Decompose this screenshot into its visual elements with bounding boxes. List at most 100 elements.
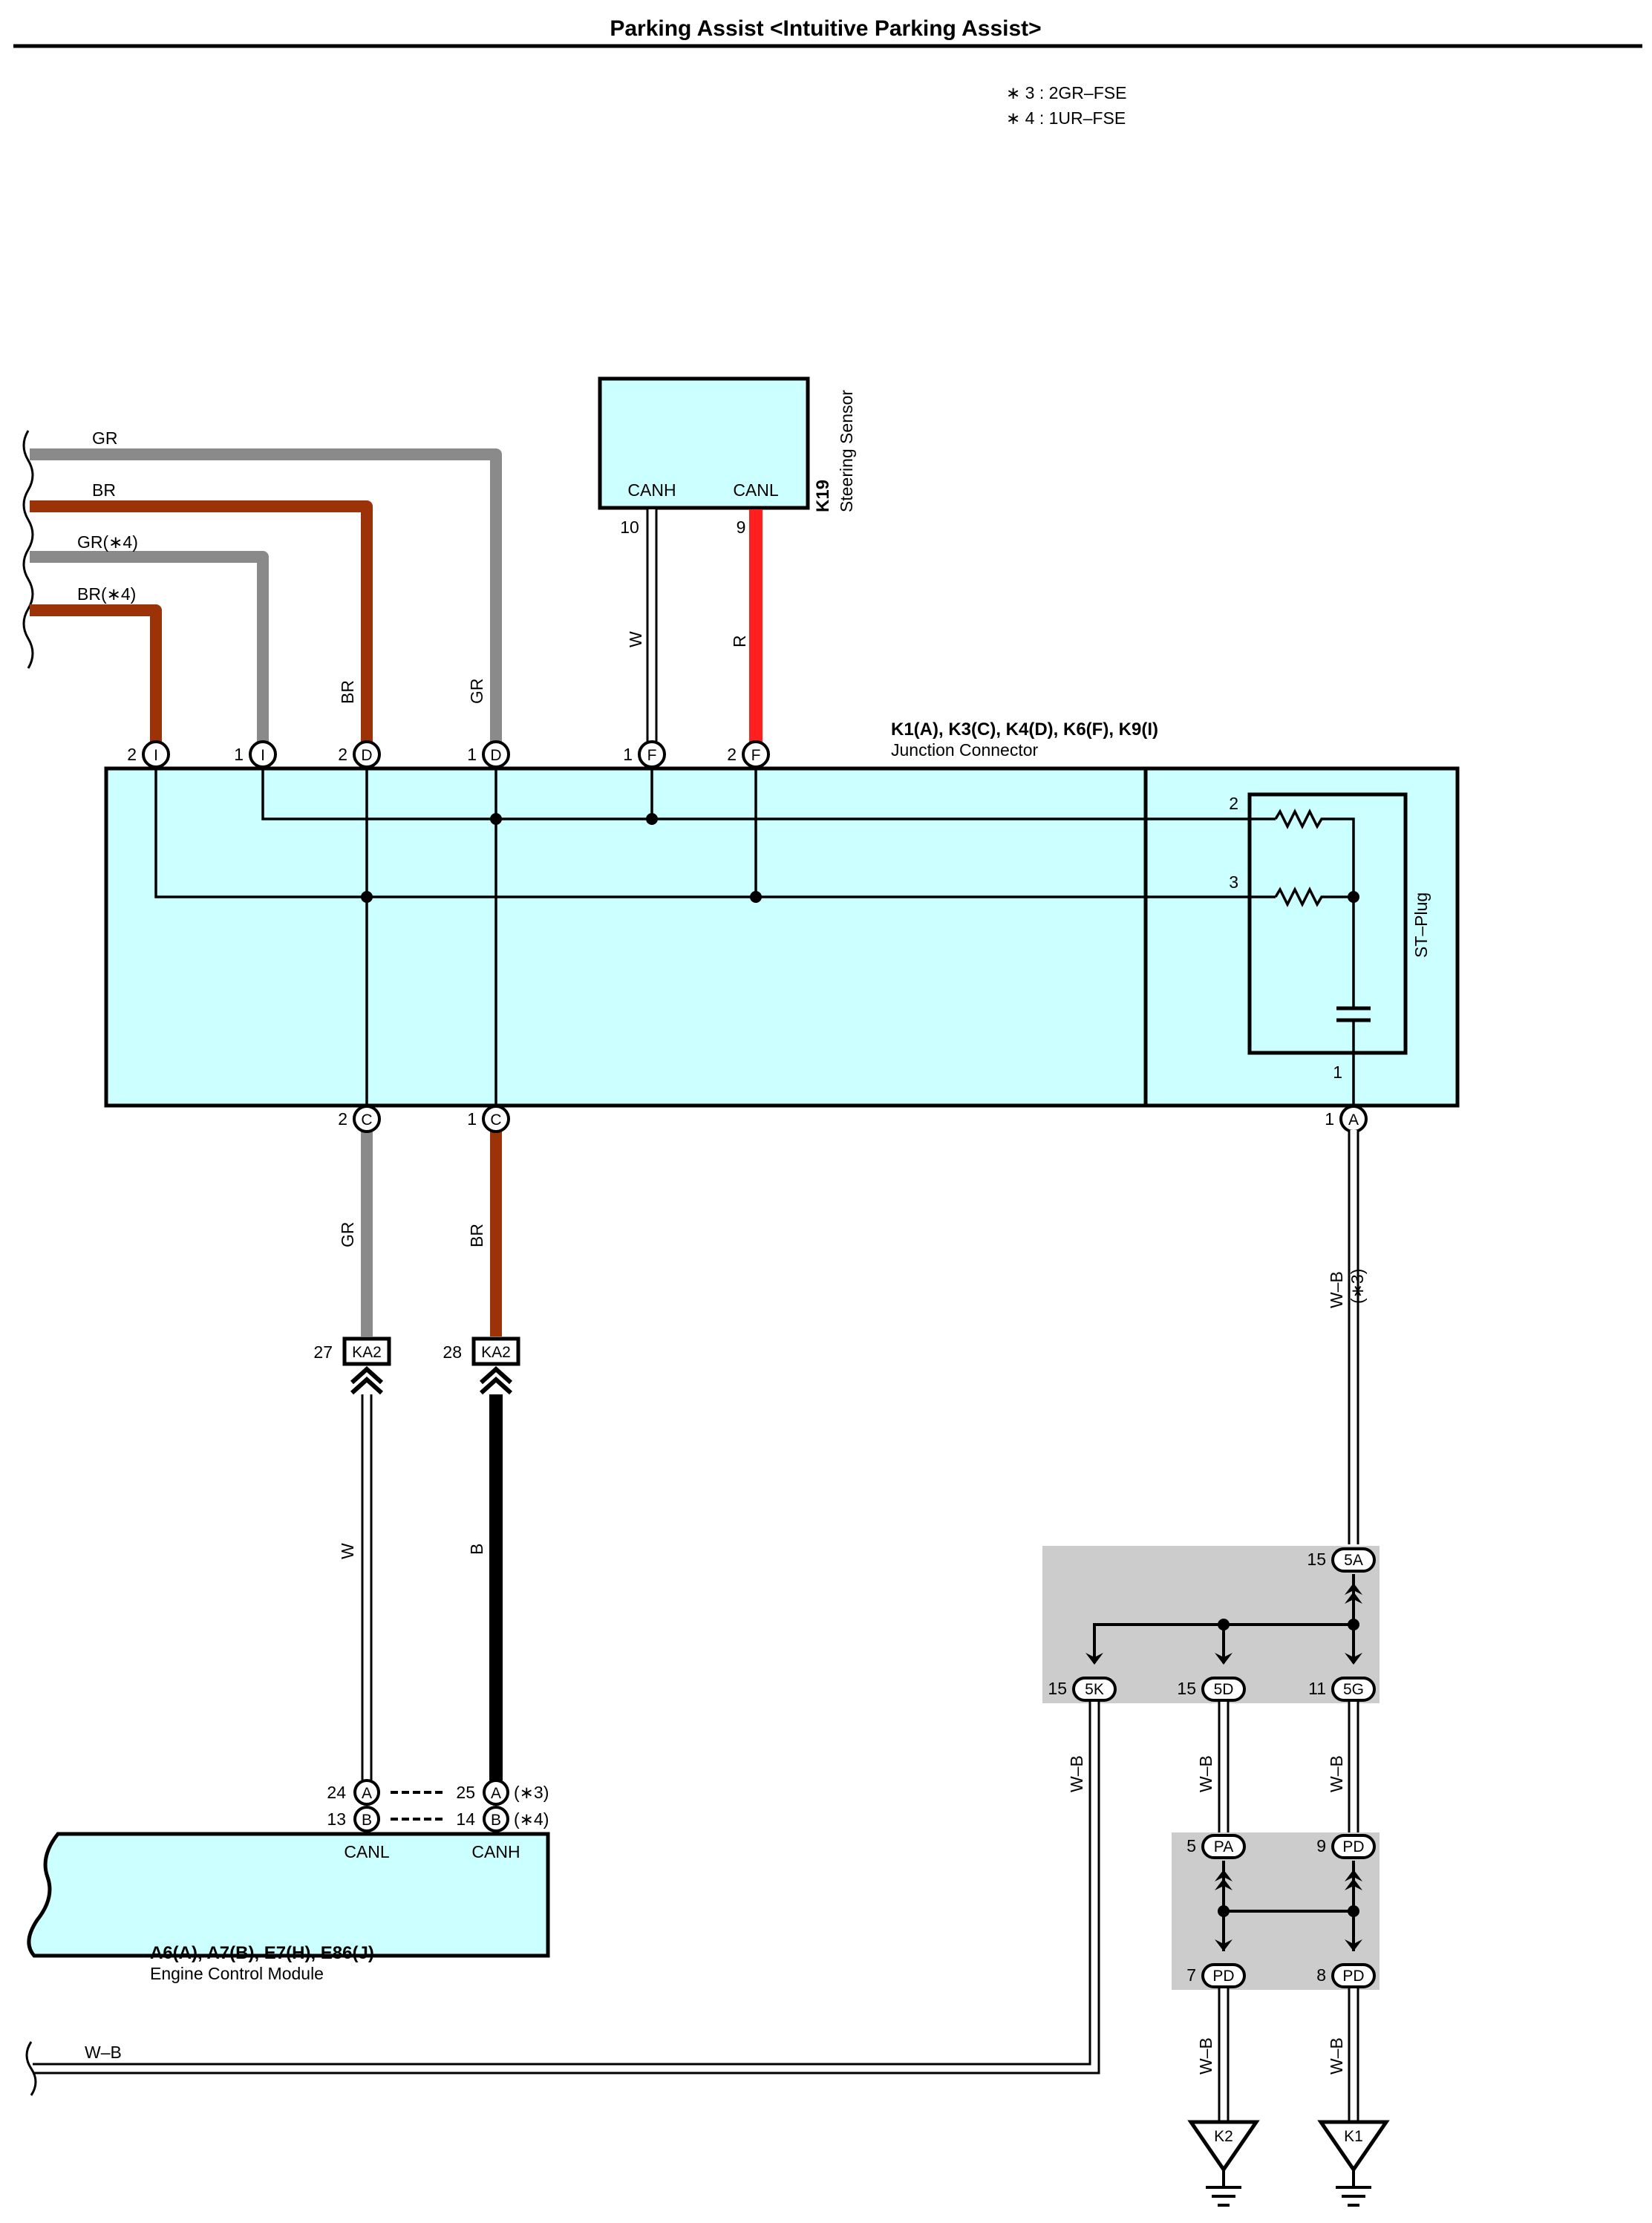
svg-text:2: 2 — [338, 1109, 347, 1129]
svg-text:7: 7 — [1186, 1965, 1196, 1985]
svg-text:B: B — [362, 1812, 372, 1829]
svg-text:15: 15 — [1177, 1679, 1196, 1698]
wire-label-wb-bottom: W–B — [85, 2043, 122, 2062]
svg-text:5: 5 — [1186, 1836, 1196, 1855]
svg-text:A: A — [362, 1785, 372, 1802]
page-title: Parking Assist <Intuitive Parking Assist… — [610, 16, 1041, 41]
svg-text:24: 24 — [327, 1783, 346, 1802]
svg-text:28: 28 — [443, 1342, 462, 1362]
junction-internal-lines — [154, 756, 1355, 1114]
svg-text:F: F — [751, 747, 761, 764]
junction-bottom-pins: 2 C 1 C 1 A — [338, 1105, 1368, 1133]
svg-text:15: 15 — [1048, 1679, 1067, 1698]
svg-text:1: 1 — [467, 745, 477, 764]
splice-1-arrows — [1085, 1583, 1362, 1665]
wire-label-wb-k2: W–B — [1196, 2037, 1215, 2075]
ground-k2: K2 — [1187, 2120, 1260, 2207]
svg-text:2: 2 — [727, 745, 737, 764]
harness-break-bottom — [25, 2041, 37, 2096]
junction-connector — [104, 766, 1460, 1108]
splice-1-pins: 15 5A 15 5K 15 5D 11 5G — [1048, 1547, 1376, 1702]
svg-text:1: 1 — [234, 745, 244, 764]
svg-text:F: F — [647, 747, 657, 764]
ecm-codes: A6(A), A7(B), E7(H), E86(J) — [150, 1943, 374, 1963]
junction-top-pins: 2 I 1 I 2 D 1 D 1 F 2 F — [127, 740, 770, 768]
ecm-box — [27, 1832, 550, 1958]
svg-text:K2: K2 — [1214, 2128, 1233, 2145]
st-plug-label: ST–Plug — [1411, 892, 1431, 958]
svg-text:8: 8 — [1316, 1965, 1326, 1985]
svg-text:1: 1 — [467, 1109, 477, 1129]
note-4: ∗ 4 : 1UR–FSE — [1006, 108, 1126, 128]
wire-label-br: BR — [92, 480, 116, 500]
sensor-pin-9: 9 — [737, 518, 746, 537]
svg-text:11: 11 — [1308, 1679, 1326, 1698]
wire-label-r-sensor: R — [730, 635, 749, 647]
splice-2-pins: 5 PA 9 PD 7 PD 8 PD — [1186, 1834, 1376, 1988]
svg-text:KA2: KA2 — [352, 1344, 382, 1361]
wire-label-w-sensor: W — [626, 631, 645, 647]
wire-label-gr-lower: GR — [338, 1222, 357, 1248]
svg-text:15: 15 — [1307, 1550, 1326, 1569]
wire-label-wb-k1: W–B — [1327, 2037, 1346, 2075]
svg-text:A: A — [491, 1785, 501, 1802]
harness-break-top — [22, 430, 34, 669]
ecm-pins: 24 A 13 B 25 A (∗3) 14 B (∗4) — [327, 1779, 549, 1832]
svg-text:PD: PD — [1342, 1968, 1364, 1985]
svg-text:5A: 5A — [1344, 1552, 1363, 1569]
svg-text:D: D — [361, 747, 372, 764]
svg-text:I: I — [261, 747, 265, 764]
wire-label-gr-4: GR(∗4) — [77, 532, 138, 552]
svg-text:B: B — [491, 1812, 501, 1829]
splice-2-dots — [1218, 1905, 1359, 1917]
wire-label-w-lower: W — [338, 1543, 357, 1559]
ecm-canh-label: CANH — [471, 1842, 520, 1861]
splice-1-dots — [1218, 1619, 1359, 1630]
svg-text:5G: 5G — [1343, 1681, 1364, 1698]
wire-label-wb-5k: W–B — [1067, 1755, 1086, 1792]
svg-text:C: C — [490, 1112, 501, 1129]
wire-label-br-lower: BR — [467, 1224, 486, 1247]
svg-text:9: 9 — [1316, 1836, 1326, 1855]
svg-text:(∗3): (∗3) — [514, 1783, 549, 1802]
st-plug-pin-1: 1 — [1333, 1062, 1342, 1082]
ground-k1: K1 — [1317, 2120, 1390, 2207]
wb-wires-ground — [1218, 1988, 1359, 2124]
svg-text:5K: 5K — [1085, 1681, 1104, 1698]
svg-text:C: C — [361, 1112, 372, 1129]
svg-text:D: D — [490, 747, 501, 764]
sensor-canh-label: CANH — [627, 480, 676, 500]
svg-text:KA2: KA2 — [481, 1344, 511, 1361]
wire-label-gr: GR — [92, 428, 118, 448]
wire-label-wb-main: W–B — [1327, 1271, 1346, 1308]
svg-text:PD: PD — [1212, 1968, 1234, 1985]
svg-text:(∗4): (∗4) — [514, 1809, 549, 1829]
sensor-code: K19 — [813, 480, 833, 512]
ecm-canl-label: CANL — [344, 1842, 390, 1861]
sensor-pin-10: 10 — [620, 518, 639, 537]
wire-br — [30, 500, 373, 756]
wire-label-wb-5g: W–B — [1327, 1755, 1346, 1792]
wire-label-br-vert: BR — [338, 680, 357, 704]
junction-name: Junction Connector — [891, 740, 1039, 760]
wire-gr — [30, 448, 502, 756]
note-3: ∗ 3 : 2GR–FSE — [1006, 83, 1126, 102]
svg-text:I: I — [154, 747, 158, 764]
svg-text:PD: PD — [1342, 1838, 1364, 1855]
wire-label-b-lower: B — [467, 1544, 486, 1555]
svg-text:25: 25 — [456, 1783, 475, 1802]
svg-text:27: 27 — [313, 1342, 333, 1362]
wire-label-gr-vert: GR — [467, 679, 486, 705]
wire-gr-4 — [30, 551, 269, 756]
junction-dots — [361, 813, 1359, 903]
svg-text:A: A — [1348, 1112, 1359, 1129]
svg-text:K1: K1 — [1344, 2128, 1363, 2145]
wire-label-wb-5d: W–B — [1196, 1755, 1215, 1792]
splice-2-arrows — [1215, 1870, 1362, 1951]
sensor-name: Steering Sensor — [837, 390, 856, 512]
svg-text:PA: PA — [1214, 1838, 1233, 1855]
svg-text:2: 2 — [127, 745, 137, 764]
svg-text:2: 2 — [338, 745, 347, 764]
svg-text:1: 1 — [623, 745, 633, 764]
